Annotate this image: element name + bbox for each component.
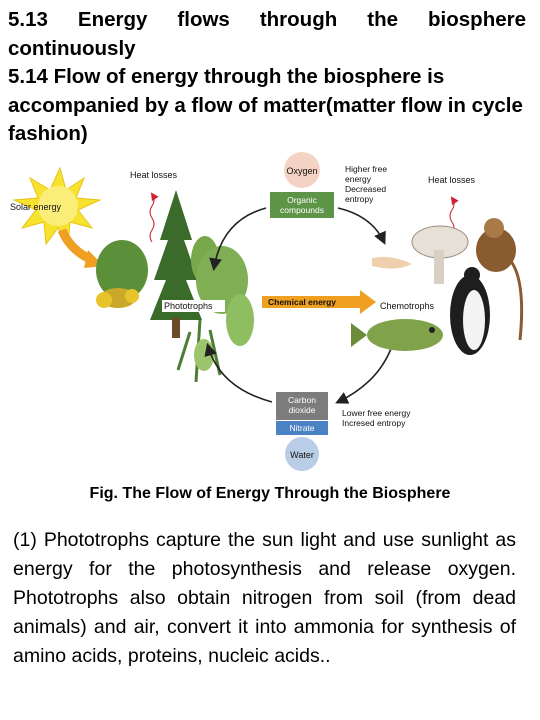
- body-paragraph: (1) Phototrophs capture the sun light an…: [13, 529, 516, 667]
- cycle-arrow-bottom-left: [204, 342, 273, 403]
- heading: 5.13 Energy flows through the biosphere …: [8, 6, 526, 149]
- nitrate-label: Nitrate: [289, 423, 314, 433]
- figure-caption: Fig. The Flow of Energy Through the Bios…: [89, 485, 451, 502]
- heat-loss-wave-left: [149, 192, 159, 243]
- biosphere-energy-figure: Solar energy Heat losses Phototrophs Oxy…: [0, 150, 540, 475]
- organic-compounds-label-1: Organic: [287, 195, 318, 205]
- figure-illustration: Solar energy Heat losses Phototrophs Oxy…: [10, 152, 524, 471]
- carbon-dioxide-label-2: dioxide: [289, 405, 316, 415]
- oxygen-circle: [284, 152, 320, 188]
- heat-losses-left-label: Heat losses: [130, 170, 178, 180]
- chemotrophs-label: Chemotrophs: [380, 301, 435, 311]
- higher-free-energy-label-1: Higher free: [345, 164, 387, 174]
- water-circle: [285, 437, 319, 471]
- chemotrophs-label-bg: [378, 300, 448, 312]
- organic-compounds-box: [270, 192, 334, 218]
- lower-free-energy-label-2: Incresed entropy: [342, 418, 406, 428]
- heading-line-5-14: 5.14 Flow of energy through the biospher…: [8, 65, 523, 145]
- water-label: Water: [290, 450, 314, 460]
- lower-free-energy-label-1: Lower free energy: [342, 408, 411, 418]
- nitrate-box: [276, 421, 328, 435]
- heading-line-5-13: 5.13 Energy flows through the biosphere …: [8, 8, 526, 60]
- plants-illustration: [96, 190, 254, 383]
- higher-free-energy-label-4: entropy: [345, 194, 374, 204]
- higher-free-energy-label-2: energy: [345, 174, 372, 184]
- chemical-energy-label: Chemical energy: [268, 297, 336, 307]
- carbon-dioxide-label-1: Carbon: [288, 395, 316, 405]
- higher-free-energy-label-3: Decreased: [345, 184, 386, 194]
- organic-compounds-label-2: compounds: [280, 205, 324, 215]
- sun-icon: [12, 166, 102, 246]
- chemical-energy-arrow: [262, 290, 376, 314]
- phototrophs-label: Phototrophs: [164, 301, 213, 311]
- heat-losses-right-label: Heat losses: [428, 175, 476, 185]
- carbon-dioxide-box: [276, 392, 328, 420]
- phototrophs-label-bg: [162, 300, 225, 312]
- solar-energy-label: Solar energy: [10, 202, 62, 212]
- cycle-arrow-top-right: [337, 207, 386, 245]
- cycle-arrow-top-left: [209, 207, 267, 272]
- oxygen-label: Oxygen: [286, 166, 317, 176]
- consumers-illustration: [351, 218, 524, 355]
